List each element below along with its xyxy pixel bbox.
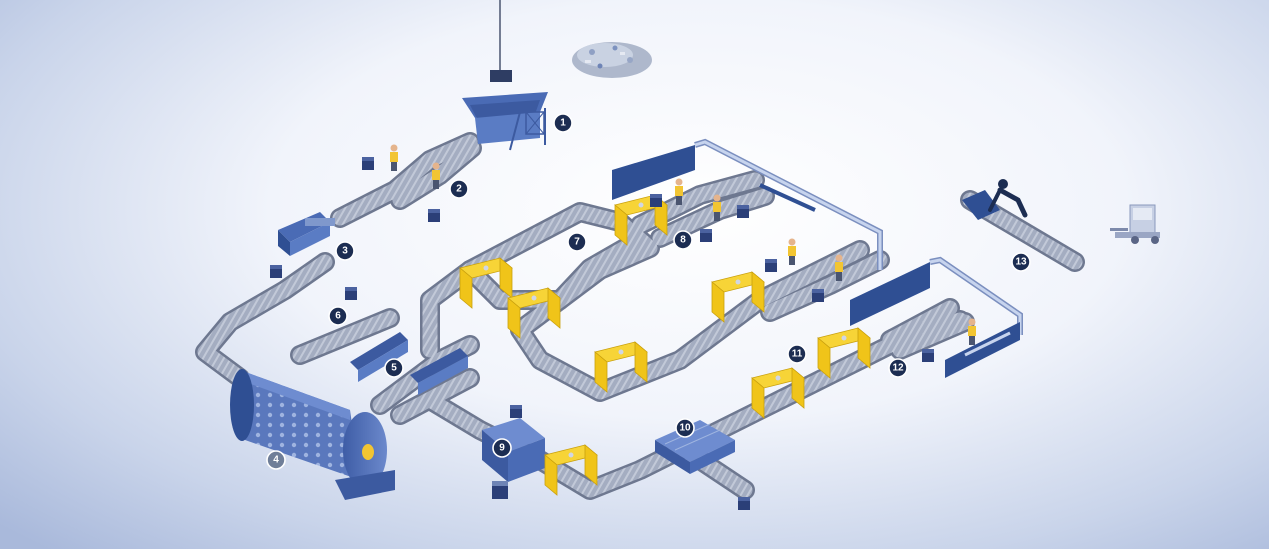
svg-text:11: 11 [792, 349, 803, 360]
bunker-hopper [462, 0, 548, 151]
sorting-workers [390, 144, 976, 345]
sorting-cabin-12 [850, 256, 1023, 378]
sensor-gates [459, 194, 871, 496]
optical-sorter [655, 420, 735, 474]
station-badge-10[interactable]: 10 [675, 418, 695, 438]
operator-at-ramp [962, 179, 1028, 220]
svg-text:4: 4 [273, 455, 279, 466]
station-badge-13[interactable]: 13 [1011, 252, 1031, 272]
station-badge-6[interactable]: 6 [328, 306, 348, 326]
station-badge-4[interactable]: 4 [266, 450, 286, 470]
waste-pile-icon [572, 42, 652, 78]
trommel-drum [230, 369, 395, 500]
svg-text:7: 7 [574, 237, 580, 248]
station-badge-3[interactable]: 3 [335, 241, 355, 261]
baler-machine [482, 418, 545, 499]
station-badge-11[interactable]: 11 [787, 344, 807, 364]
forklift-icon [1110, 204, 1160, 244]
station-badge-1[interactable]: 1 [553, 113, 573, 133]
svg-text:3: 3 [342, 246, 348, 257]
station-badge-5[interactable]: 5 [384, 358, 404, 378]
station-badge-8[interactable]: 8 [673, 230, 693, 250]
svg-text:12: 12 [892, 363, 904, 374]
svg-text:9: 9 [499, 443, 505, 454]
svg-text:1: 1 [560, 118, 566, 129]
station-badge-9[interactable]: 9 [492, 438, 512, 458]
svg-text:8: 8 [680, 235, 686, 246]
svg-text:2: 2 [456, 184, 462, 195]
separator-machines [350, 332, 468, 395]
station-badge-2[interactable]: 2 [449, 179, 469, 199]
svg-text:10: 10 [679, 423, 691, 434]
collection-bins [270, 157, 934, 510]
svg-text:13: 13 [1015, 257, 1027, 268]
shredder-machine [278, 212, 335, 256]
station-badge-12[interactable]: 12 [888, 358, 908, 378]
svg-text:5: 5 [391, 363, 397, 374]
sorting-cabin-8 [612, 138, 883, 270]
svg-text:6: 6 [335, 311, 341, 322]
station-badge-7[interactable]: 7 [567, 232, 587, 252]
station-badges: 1 2 3 4 5 6 7 8 9 10 11 12 13 [266, 113, 1031, 470]
